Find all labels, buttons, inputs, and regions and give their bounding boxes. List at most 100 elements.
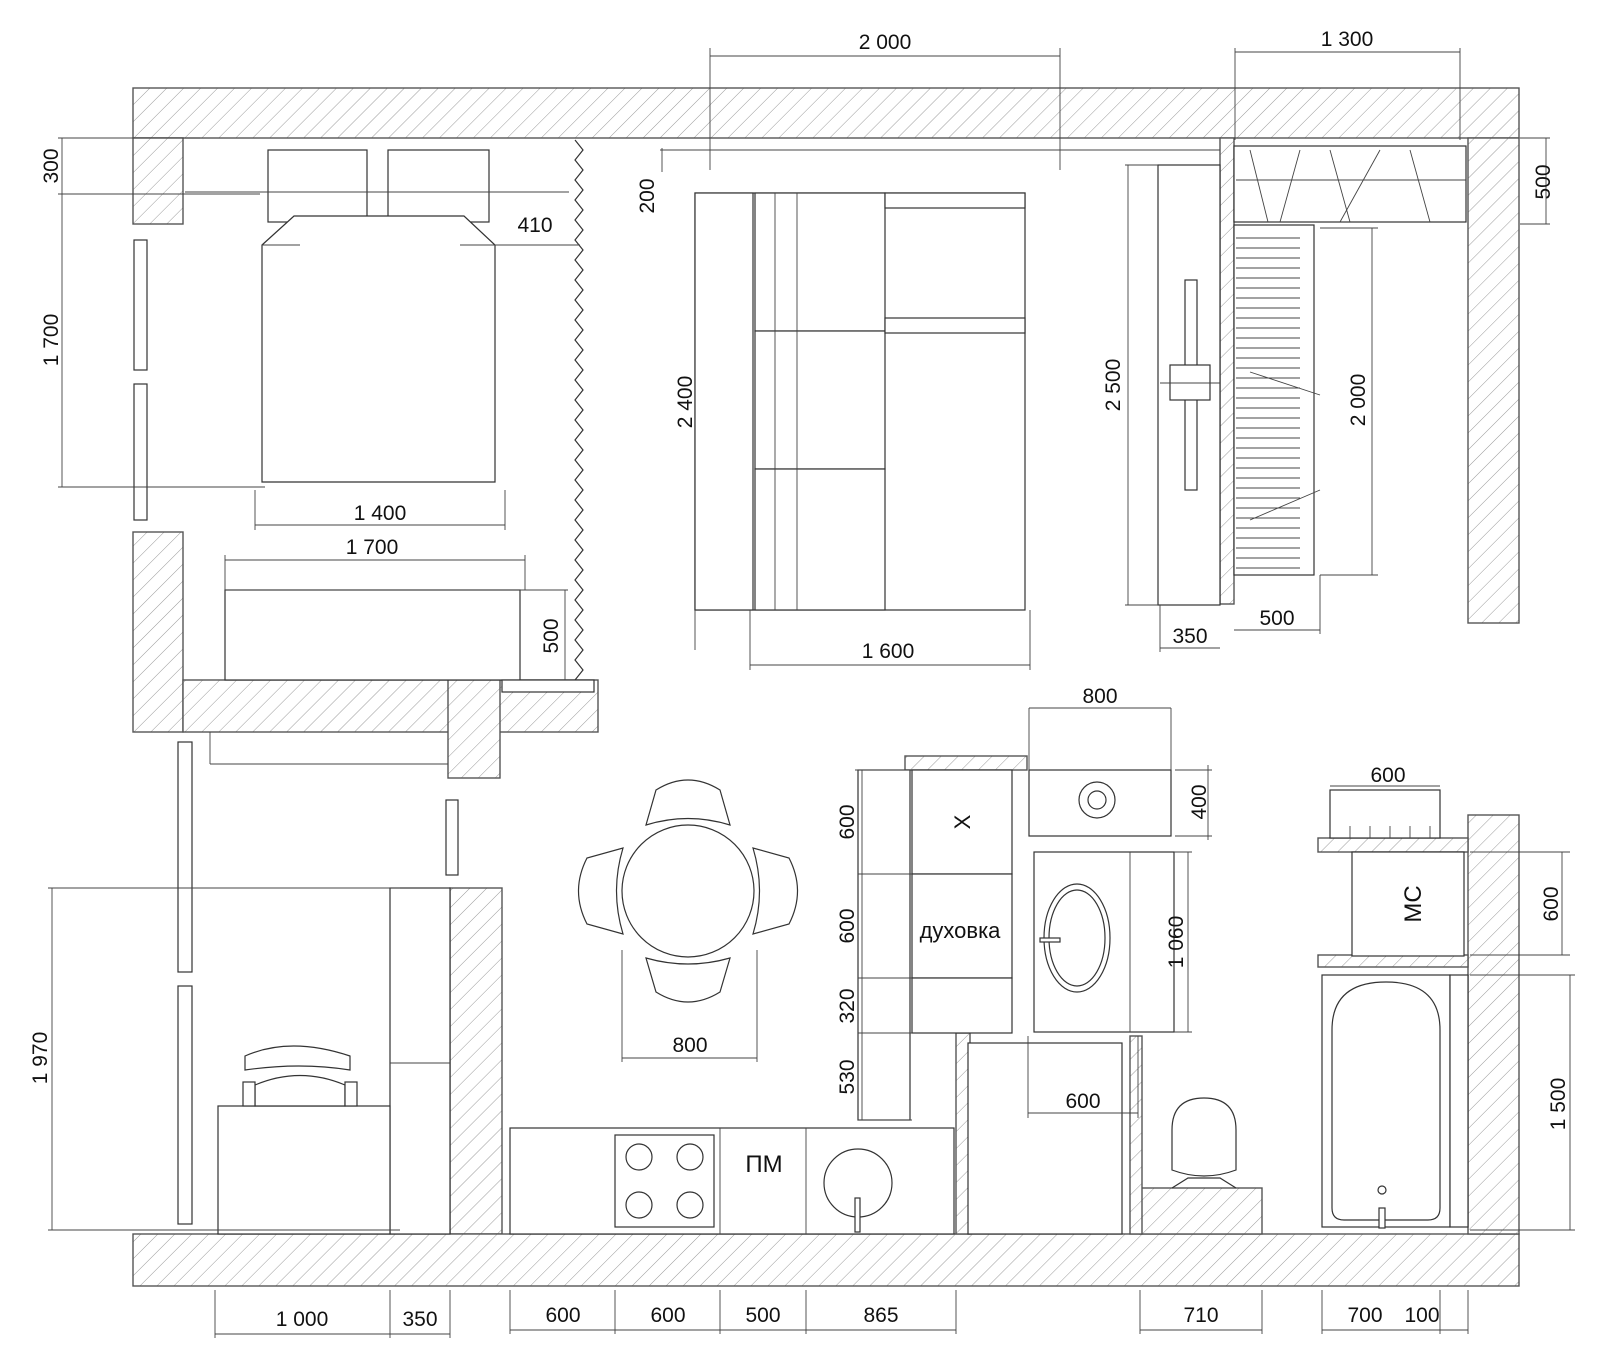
dim-closet-shelf: 500 [1259, 607, 1294, 630]
closet-shelf [1233, 224, 1315, 576]
curtain [574, 139, 584, 681]
label-fridge: Х [950, 814, 975, 829]
window-bedroom-2 [133, 383, 148, 521]
dim-bottom-bath-gap: 100 [1404, 1304, 1439, 1327]
dim-bottom-k2: 600 [650, 1304, 685, 1327]
dim-bed-length: 1 700 [40, 314, 63, 367]
burner-1 [625, 1143, 653, 1171]
washer-drum-inner [1087, 790, 1107, 810]
burner-3 [625, 1191, 653, 1219]
bath-tap [1039, 937, 1061, 943]
study [217, 887, 451, 1235]
dining-table [621, 824, 755, 958]
toilet [1171, 1097, 1237, 1177]
dim-wardrobe-depth: 350 [1172, 625, 1207, 648]
window-bedroom-1 [133, 239, 148, 371]
wall-bath-left [1129, 1035, 1143, 1235]
desk [217, 1105, 391, 1235]
counter-gap [911, 977, 1013, 1034]
dim-bottom-k1: 600 [545, 1304, 580, 1327]
wall-left-mid [132, 531, 184, 733]
sofa-chaise-arm-1 [884, 192, 1026, 209]
wall-closet-left [1219, 137, 1235, 605]
sofa-seat-1 [754, 192, 886, 332]
dim-closet-length: 2 000 [1347, 374, 1370, 427]
washer-drum [1078, 781, 1116, 819]
dim-bottom-bath: 700 [1347, 1304, 1382, 1327]
dimension-lines [48, 48, 1575, 1338]
dresser [224, 589, 521, 681]
sink-tap [854, 1197, 861, 1233]
dim-dresser-width: 1 700 [346, 536, 399, 559]
radiator [1329, 789, 1441, 839]
window-study-1 [177, 741, 193, 973]
tv-stand [1169, 364, 1211, 401]
dim-bottom-desk-side: 350 [402, 1308, 437, 1331]
dim-radiator-width: 600 [1370, 764, 1405, 787]
dim-sofa-width: 1 600 [862, 640, 915, 663]
dim-bedside-gap: 410 [517, 214, 552, 237]
bedroom [185, 139, 595, 765]
dim-bottom-k4: 865 [863, 1304, 898, 1327]
dim-bed-offset: 300 [40, 148, 63, 183]
bathtub [1321, 974, 1451, 1228]
dim-bottom-toilet: 710 [1183, 1304, 1218, 1327]
dimension-labels: 2 000 1 300 300 1 700 1 400 410 1 700 50… [29, 28, 1570, 1331]
closet-top-rack [1233, 145, 1467, 223]
wall-right-upper [1467, 137, 1520, 624]
dim-cabinet-width: 600 [1065, 1090, 1100, 1113]
dim-desk-length: 1 970 [29, 1032, 52, 1085]
cooktop [614, 1134, 715, 1228]
desk-chair [244, 1045, 351, 1071]
wall-bath-mid [1317, 954, 1469, 968]
dim-bottom-desk: 1 000 [276, 1308, 329, 1331]
dining [578, 779, 798, 1003]
laundry-cabinet [1351, 851, 1465, 957]
living [694, 145, 1467, 611]
wall-bath-top [1317, 837, 1469, 853]
wall-washer-top [904, 755, 1028, 771]
dim-bottom-k3: 500 [745, 1304, 780, 1327]
sofa-chaise-arm-2 [884, 317, 1026, 334]
chair-top [645, 779, 731, 826]
pillow-right [387, 149, 490, 223]
bath-drain [1377, 1185, 1387, 1195]
study-shelf [389, 887, 451, 1235]
dim-bath-length: 1 500 [1547, 1078, 1570, 1131]
desk-chair-seat [254, 1074, 346, 1107]
dim-top-right: 1 300 [1321, 28, 1374, 51]
dim-bath-cabinet-depth: 600 [1540, 886, 1563, 921]
chair-bottom [645, 957, 731, 1003]
bedroom-door-jamb [501, 679, 595, 693]
sofa-back [694, 192, 754, 611]
label-washing-machine: МС [1400, 885, 1427, 922]
dim-kitchen-gap: 530 [836, 1059, 859, 1094]
wall-bath-bottom-ledge [1139, 1187, 1263, 1235]
wall-left-upper [132, 137, 184, 225]
burner-2 [676, 1143, 704, 1171]
pillow-left [267, 149, 368, 223]
chair-left [578, 847, 624, 935]
bath-cabinet [967, 1042, 1123, 1235]
window-study-2 [177, 985, 193, 1225]
dim-wardrobe-length: 2 500 [1102, 359, 1125, 412]
window-inner [445, 799, 459, 876]
wall-right-lower [1467, 814, 1520, 1235]
dim-washer-width: 800 [1082, 685, 1117, 708]
bed [261, 215, 496, 483]
burner-4 [676, 1191, 704, 1219]
dim-closet-depth: 500 [1532, 164, 1555, 199]
dim-oven: 600 [836, 908, 859, 943]
label-oven: духовка [920, 918, 1002, 943]
appliance-labels: Х духовка ПМ МС [745, 814, 1427, 1178]
bathtub-inner [1331, 981, 1441, 1221]
windows [133, 239, 459, 1225]
wall-top [132, 87, 1520, 139]
wall-bedroom-corner [447, 679, 501, 779]
dim-fridge: 600 [836, 804, 859, 839]
washer [1028, 769, 1172, 837]
desk-chair-arm-right [344, 1081, 358, 1107]
dim-washer-depth: 400 [1188, 784, 1211, 819]
desk-chair-arm-left [242, 1081, 256, 1107]
chair-right [752, 847, 798, 935]
